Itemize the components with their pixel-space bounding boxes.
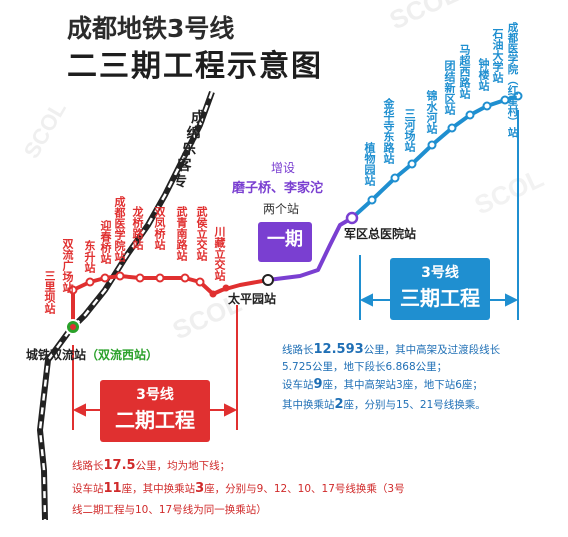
station-dot (222, 284, 230, 292)
phase2-box-line: 3号线 (136, 387, 174, 403)
station-dot (155, 273, 165, 283)
intercity-char: 专 (173, 174, 187, 191)
station-dot (180, 273, 190, 283)
station-label: 成都医学院（红星村）站 (506, 22, 519, 138)
phase3-box (390, 258, 490, 320)
station-dot (407, 159, 417, 169)
station-dot (427, 140, 437, 150)
phase1-add-count: 两个站 (263, 202, 300, 216)
junqu-label: 军区总医院站 (344, 227, 417, 241)
phase2-station-dots-filled (209, 284, 230, 298)
chengtie-label: 城铁双流站（双流西站） (26, 349, 158, 361)
watermark: SCOL (470, 163, 548, 221)
phase3-line (350, 94, 519, 220)
watermark: SCOL (385, 0, 463, 35)
station-dot (85, 277, 95, 287)
station-dot (100, 273, 110, 283)
station-dot (68, 285, 78, 295)
station-label: 武侯立交站 (195, 206, 208, 261)
phase3-station-dots (367, 91, 523, 205)
intercity-char: 绵 (186, 126, 201, 143)
title-line1: 成都地铁3号线 (67, 14, 235, 43)
phase1-add-stations: 磨子桥、李家沱 (232, 181, 324, 196)
phase2-info-line1: 线路长17.5公里，均为地下线； (72, 458, 231, 473)
station-label: 植物园站 (363, 142, 376, 186)
phase2-info-line2: 设车站11座，其中换乘站3座，分别与9、12、10、17号线换乘（3号 (72, 480, 405, 496)
phase3-box-phase: 三期工程 (400, 286, 480, 310)
phase1-line (267, 216, 354, 282)
station-label: 锦水河站 (425, 90, 438, 134)
station-label: 石油大学站 (491, 28, 504, 83)
phase1-box (258, 222, 312, 262)
station-dot (465, 110, 475, 120)
intercity-char: 客 (177, 158, 192, 175)
station-dot (513, 91, 523, 101)
phase3-info-line2: 5.725公里，地下段长6.868公里； (282, 360, 448, 373)
station-label: 成都医学院站 (113, 196, 126, 262)
station-dot (135, 273, 145, 283)
phase3-info: 线路长12.593公里，其中高架及过渡段线长 5.725公里，地下段长6.868… (282, 340, 500, 414)
station-label: 武青南路站 (175, 206, 188, 261)
station-label: 三河场站 (403, 108, 416, 152)
station-dot (195, 277, 205, 287)
phase3-info-line4: 其中换乘站2座，分别与15、21号线换乘。 (282, 396, 486, 412)
station-dot (482, 101, 492, 111)
station-dot (115, 271, 125, 281)
station-label: 马超西路站 (458, 44, 471, 99)
phase3-box-line: 3号线 (421, 265, 459, 281)
phase1-add-label: 增设 (271, 161, 296, 175)
phase3-info-line3: 设车站9座，其中高架站3座，地下站6座； (282, 377, 483, 393)
junqu-dot (345, 211, 359, 225)
station-dot (367, 195, 377, 205)
intercity-line-dash (38, 91, 214, 521)
phase1-box-label: 一期 (267, 229, 303, 250)
phase2-box (100, 380, 210, 442)
intercity-label: 成 绵 乐 客 专 (173, 110, 206, 190)
phase2-station-dots (68, 271, 205, 295)
taipingyuan-label: 太平园站 (228, 292, 277, 306)
phase2-info-line3: 线二期工程与10、17号线为同一换乘站） (72, 503, 267, 516)
station-label: 川藏立交站 (213, 226, 226, 281)
station-dot (500, 95, 510, 105)
station-dot (209, 290, 217, 298)
station-label: 钟楼站 (477, 58, 490, 91)
taipingyuan-dot (262, 274, 274, 286)
title-line2: 二三期工程示意图 (67, 49, 323, 84)
station-label: 东升站 (83, 240, 96, 273)
watermark: SCOL (19, 97, 71, 162)
station-label: 双凤桥站 (153, 206, 166, 250)
phase2-box-phase: 二期工程 (115, 408, 195, 432)
chengtie-alt: （双流西站） (86, 348, 159, 362)
intercity-char: 成 (191, 110, 205, 126)
station-label: 双流广场站 (61, 238, 74, 293)
station-label: 龙桥路站 (131, 206, 144, 250)
intercity-char: 乐 (182, 142, 196, 159)
chengtie-interchange-inner (70, 324, 76, 330)
station-label: 迎春桥站 (99, 220, 112, 264)
chengtie-name: 城铁双流站 (26, 348, 87, 362)
station-dot (447, 123, 457, 133)
station-label: 团结新区站 (443, 60, 456, 115)
station-dot (390, 173, 400, 183)
phase3-info-line1: 线路长12.593公里，其中高架及过渡段线长 (282, 342, 501, 357)
phase2-info: 线路长17.5公里，均为地下线； 设车站11座，其中换乘站3座，分别与9、12、… (72, 455, 405, 519)
station-label: 三里坝站 (43, 270, 56, 314)
station-label: 金华寺东路站 (382, 98, 395, 164)
